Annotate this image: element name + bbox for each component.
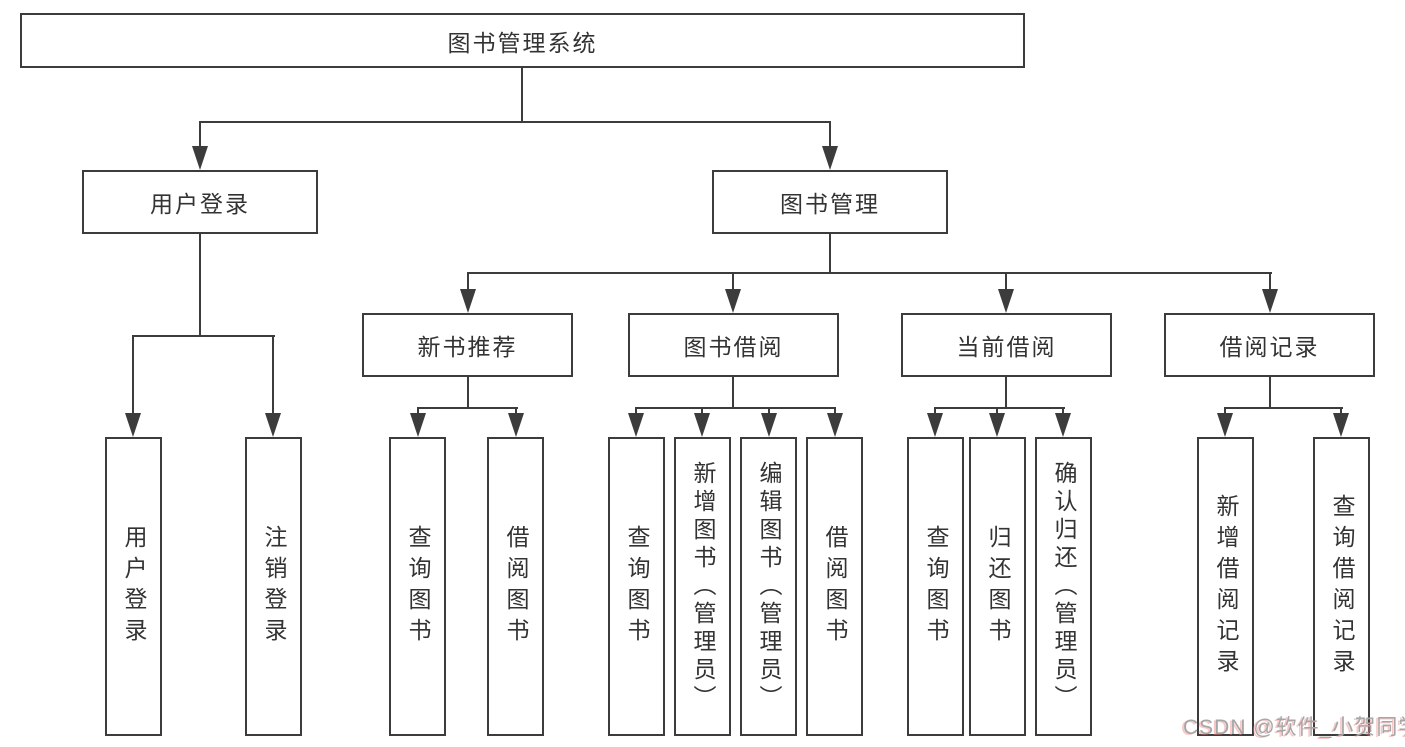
connector-line — [132, 335, 134, 415]
leaf-label: 借阅图书 — [503, 524, 529, 649]
connector-line — [934, 407, 936, 415]
leaf-label: 查询图书 — [624, 524, 650, 649]
connector-line — [467, 272, 1272, 274]
node-label: 图书管理 — [780, 191, 880, 217]
arrow-down-icon — [694, 413, 710, 437]
leaf-label: 新增借阅记录 — [1213, 493, 1239, 680]
node-label: 用户登录 — [150, 191, 250, 217]
connector-line — [635, 407, 836, 409]
connector-line — [934, 407, 1065, 409]
arrow-down-icon — [827, 413, 843, 437]
leaf-return-books: 归还图书 — [969, 437, 1026, 736]
connector-line — [1062, 407, 1064, 415]
arrow-down-icon — [761, 413, 777, 437]
connector-line — [521, 68, 523, 123]
connector-line — [829, 121, 831, 149]
connector-line — [732, 272, 734, 292]
leaf-label: 编辑图书（管理员） — [756, 460, 782, 713]
connector-line — [768, 407, 770, 415]
connector-line — [1269, 272, 1271, 292]
node-label: 当前借阅 — [956, 334, 1057, 360]
leaf-edit-books-admin: 编辑图书（管理员） — [740, 437, 797, 736]
leaf-label: 查询图书 — [405, 524, 431, 649]
arrow-down-icon — [508, 413, 524, 437]
leaf-confirm-return-admin: 确认归还（管理员） — [1035, 437, 1092, 736]
connector-line — [417, 407, 419, 415]
leaf-label: 用户登录 — [121, 524, 147, 649]
leaf-label: 借阅图书 — [822, 524, 848, 649]
csdn-watermark: CSDN @软件_小贺同学 — [1183, 716, 1405, 739]
leaf-label: 新增图书（管理员） — [690, 460, 716, 713]
arrow-down-icon — [927, 413, 943, 437]
connector-line — [1224, 407, 1226, 415]
arrow-down-icon — [822, 146, 838, 170]
leaf-query-books-current: 查询图书 — [907, 437, 964, 736]
node-library-management-system: 图书管理系统 — [20, 13, 1025, 68]
connector-line — [132, 335, 275, 337]
arrow-down-icon — [628, 413, 644, 437]
node-user-login: 用户登录 — [82, 170, 318, 234]
node-label: 借阅记录 — [1219, 334, 1320, 360]
arrow-down-icon — [410, 413, 426, 437]
connector-line — [467, 377, 469, 408]
leaf-label: 确认归还（管理员） — [1051, 460, 1077, 713]
arrow-down-icon — [1217, 413, 1233, 437]
connector-line — [701, 407, 703, 415]
connector-line — [1340, 407, 1342, 415]
connector-line — [199, 121, 201, 149]
connector-line — [515, 407, 517, 415]
connector-line — [199, 121, 831, 123]
connector-line — [996, 407, 998, 415]
node-book-borrowing: 图书借阅 — [628, 313, 839, 377]
node-borrowing-records: 借阅记录 — [1164, 313, 1375, 377]
arrow-down-icon — [192, 146, 208, 170]
connector-line — [1224, 407, 1343, 409]
connector-line — [1005, 272, 1007, 292]
arrow-down-icon — [460, 289, 476, 313]
leaf-query-books-borrow: 查询图书 — [608, 437, 665, 736]
arrow-down-icon — [125, 413, 141, 437]
leaf-label: 归还图书 — [985, 524, 1011, 649]
node-book-management: 图书管理 — [712, 170, 948, 234]
arrow-down-icon — [989, 413, 1005, 437]
connector-line — [635, 407, 637, 415]
node-label: 图书管理系统 — [447, 29, 598, 56]
arrow-down-icon — [265, 413, 281, 437]
connector-line — [834, 407, 836, 415]
leaf-add-borrow-record: 新增借阅记录 — [1197, 437, 1254, 736]
leaf-query-borrow-record: 查询借阅记录 — [1313, 437, 1370, 736]
node-label: 图书借阅 — [683, 334, 784, 360]
arrow-down-icon — [1333, 413, 1349, 437]
connector-line — [829, 234, 831, 274]
leaf-user-login: 用户登录 — [105, 437, 162, 736]
connector-line — [199, 234, 201, 337]
leaf-logout: 注销登录 — [245, 437, 302, 736]
connector-line — [732, 377, 734, 408]
leaf-label: 查询图书 — [923, 524, 949, 649]
node-current-borrowing: 当前借阅 — [901, 313, 1112, 377]
leaf-label: 注销登录 — [261, 524, 287, 649]
node-label: 新书推荐 — [417, 334, 518, 360]
connector-line — [417, 407, 518, 409]
connector-line — [272, 335, 274, 415]
leaf-add-books-admin: 新增图书（管理员） — [674, 437, 731, 736]
connector-line — [1005, 377, 1007, 408]
node-new-book-recommendation: 新书推荐 — [362, 313, 573, 377]
arrow-down-icon — [998, 289, 1014, 313]
connector-line — [1269, 377, 1271, 408]
arrow-down-icon — [1055, 413, 1071, 437]
leaf-borrow-books-recommend: 借阅图书 — [487, 437, 544, 736]
arrow-down-icon — [725, 289, 741, 313]
leaf-borrow-books: 借阅图书 — [806, 437, 863, 736]
leaf-query-books-recommend: 查询图书 — [389, 437, 446, 736]
arrow-down-icon — [1262, 289, 1278, 313]
connector-line — [467, 272, 469, 292]
leaf-label: 查询借阅记录 — [1329, 493, 1355, 680]
